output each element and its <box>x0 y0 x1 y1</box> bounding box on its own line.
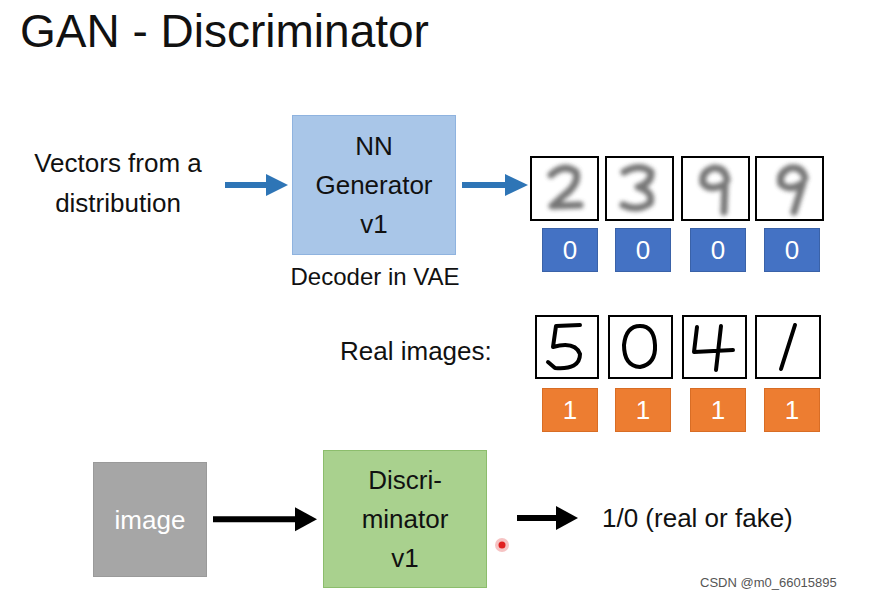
real-label-box: 1 <box>690 388 746 432</box>
real-images <box>536 316 820 378</box>
node-text: 1 <box>698 395 738 425</box>
generator-box: NN Generator v1Decoder in VAE <box>292 115 456 255</box>
node-text: NN Generator v1 <box>312 127 437 244</box>
connector-arrow <box>213 516 295 522</box>
node-text: 0 <box>623 235 663 265</box>
fake-label-box: 0 <box>542 228 598 272</box>
input-label: Vectors from a distribution <box>18 143 218 223</box>
fake-label-box: 0 <box>764 228 820 272</box>
title: GAN - Discriminator <box>20 4 429 58</box>
fake-label-box: 0 <box>690 228 746 272</box>
node-caption: Decoder in VAE <box>253 262 497 292</box>
blurry-digits <box>551 168 805 213</box>
generated-images <box>531 157 823 220</box>
fake-label-box: 0 <box>615 228 671 272</box>
watermark: CSDN @m0_66015895 <box>700 574 890 592</box>
output-label: 1/0 (real or fake) <box>602 501 872 535</box>
discriminator-box: Discri- minator v1 <box>323 450 487 588</box>
black-arrow <box>517 506 578 530</box>
real-label-box: 1 <box>764 388 820 432</box>
node-text: image <box>100 504 200 536</box>
node-text: 1 <box>550 395 590 425</box>
real-digits <box>548 325 795 370</box>
pointer-dot <box>495 538 509 552</box>
node-text: Discri- minator v1 <box>349 461 461 578</box>
node-text: 0 <box>772 235 812 265</box>
node-text: 1 <box>623 395 663 425</box>
node-text: 1 <box>772 395 812 425</box>
node-text: 0 <box>550 235 590 265</box>
image-box: image <box>93 462 207 577</box>
real-label-box: 1 <box>615 388 671 432</box>
real-label-box: 1 <box>542 388 598 432</box>
node-text: 0 <box>698 235 738 265</box>
real-images-label: Real images: <box>340 334 525 368</box>
